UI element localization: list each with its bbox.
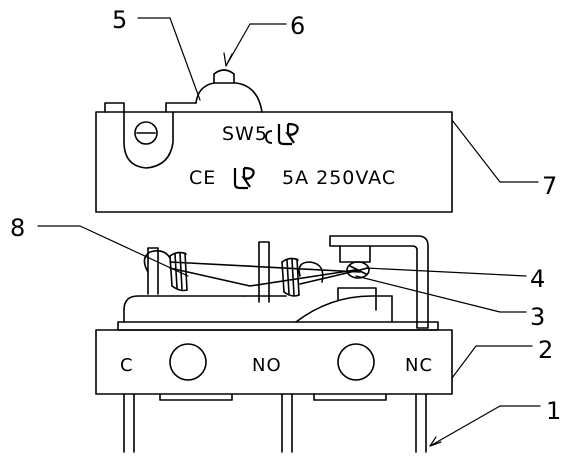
- cur-mark: [265, 122, 299, 146]
- callout-3: 3: [530, 303, 545, 331]
- terminal-block: [95, 321, 453, 401]
- terminal-label-no: NO: [252, 355, 282, 376]
- cover-part: [95, 69, 453, 213]
- callout-1: 1: [546, 397, 561, 425]
- callout-4: 4: [530, 265, 545, 293]
- coil-spring-left: [169, 251, 188, 292]
- callout-5: 5: [112, 6, 127, 34]
- callout-8: 8: [10, 214, 25, 242]
- callout-7: 7: [542, 172, 557, 200]
- ur-mark: [233, 166, 255, 190]
- callout-6: 6: [290, 12, 305, 40]
- rating-label: 5A 250VAC: [282, 167, 396, 189]
- mechanism: [123, 235, 429, 329]
- switch-model-label: SW5: [222, 123, 268, 145]
- terminal-pins: [123, 393, 427, 453]
- terminal-label-c: C: [120, 355, 134, 376]
- callout-2: 2: [538, 336, 553, 364]
- leader-lines: [37, 17, 541, 447]
- coil-spring-right: [281, 257, 300, 297]
- ce-mark: CE: [189, 167, 216, 189]
- terminal-label-nc: NC: [405, 355, 433, 376]
